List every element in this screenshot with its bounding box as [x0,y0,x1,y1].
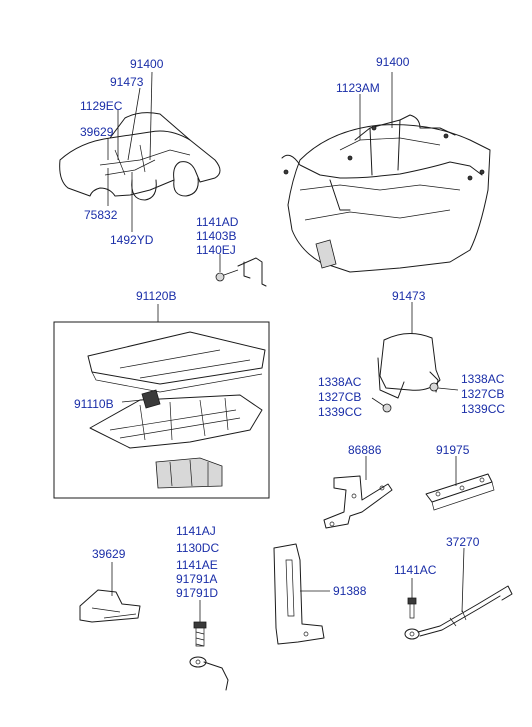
car-body-drawing [59,112,221,201]
ground-91791a-label[interactable]: 91791A [176,572,217,586]
bracket-86886-drawing [323,475,393,529]
bolt-1140ej-label[interactable]: 1140EJ [196,243,236,257]
cover-91473-label[interactable]: 91473 [392,289,426,303]
car-75832-label[interactable]: 75832 [84,208,118,222]
nut-left-1327cb-label[interactable]: 1327CB [318,390,361,404]
nut-left-1339cc-label[interactable]: 1339CC [318,405,362,419]
ground-1141ae-label[interactable]: 1141AE [176,558,218,572]
nut-right-1327cb-label[interactable]: 1327CB [461,387,504,401]
engine-1123am-label[interactable]: 1123AM [336,81,380,95]
bolt-11403b-label[interactable]: 11403B [196,229,236,243]
ground-1141aj-label[interactable]: 1141AJ [176,524,216,538]
bracket-91975-label[interactable]: 91975 [436,443,470,457]
cable-37270-leader [461,547,465,613]
bracket-39629-drawing [79,589,141,623]
junction-box-frame [53,321,270,499]
car-91473-label[interactable]: 91473 [110,75,144,89]
ground-1130dc-label[interactable]: 1130DC [176,541,219,555]
bracket-91388-drawing [273,543,325,645]
relay-label[interactable]: 91110B [74,397,114,411]
nut-right-leader [437,387,459,391]
engine-drawing [281,114,491,273]
bolt-bracket-drawing [215,254,267,287]
cable-37270-drawing [404,585,513,640]
car-leader-lines [107,71,153,232]
car-harness-label[interactable]: 91400 [130,57,164,71]
bracket-91975-drawing [425,473,495,511]
cover-91473-drawing [377,333,441,413]
relay-leader [121,399,143,403]
nut-right-1338ac-label[interactable]: 1338AC [461,372,505,386]
engine-leader-lines [359,72,393,140]
bracket-39629-label[interactable]: 39629 [92,547,126,561]
junction-box-label[interactable]: 91120B [136,289,176,303]
car-39629-label[interactable]: 39629 [80,125,114,139]
nut-right-1339cc-label[interactable]: 1339CC [461,402,505,416]
nut-left-1338ac-label[interactable]: 1338AC [318,375,362,389]
cable-37270-label[interactable]: 37270 [446,535,480,549]
nut-left-leader [371,397,385,407]
car-1129ec-label[interactable]: 1129EC [80,99,123,113]
engine-harness-label[interactable]: 91400 [376,55,410,69]
ground-91791d-label[interactable]: 91791D [176,586,218,600]
bracket-86886-label[interactable]: 86886 [348,443,382,457]
ground-bolt-drawing [189,621,229,691]
cable-bolt-1141ac-label[interactable]: 1141AC [394,563,437,577]
bracket-91388-label[interactable]: 91388 [333,584,367,598]
junction-box-drawing [87,331,266,489]
bolt-1141ad-label[interactable]: 1141AD [196,215,239,229]
car-1492yd-label[interactable]: 1492YD [110,233,154,247]
